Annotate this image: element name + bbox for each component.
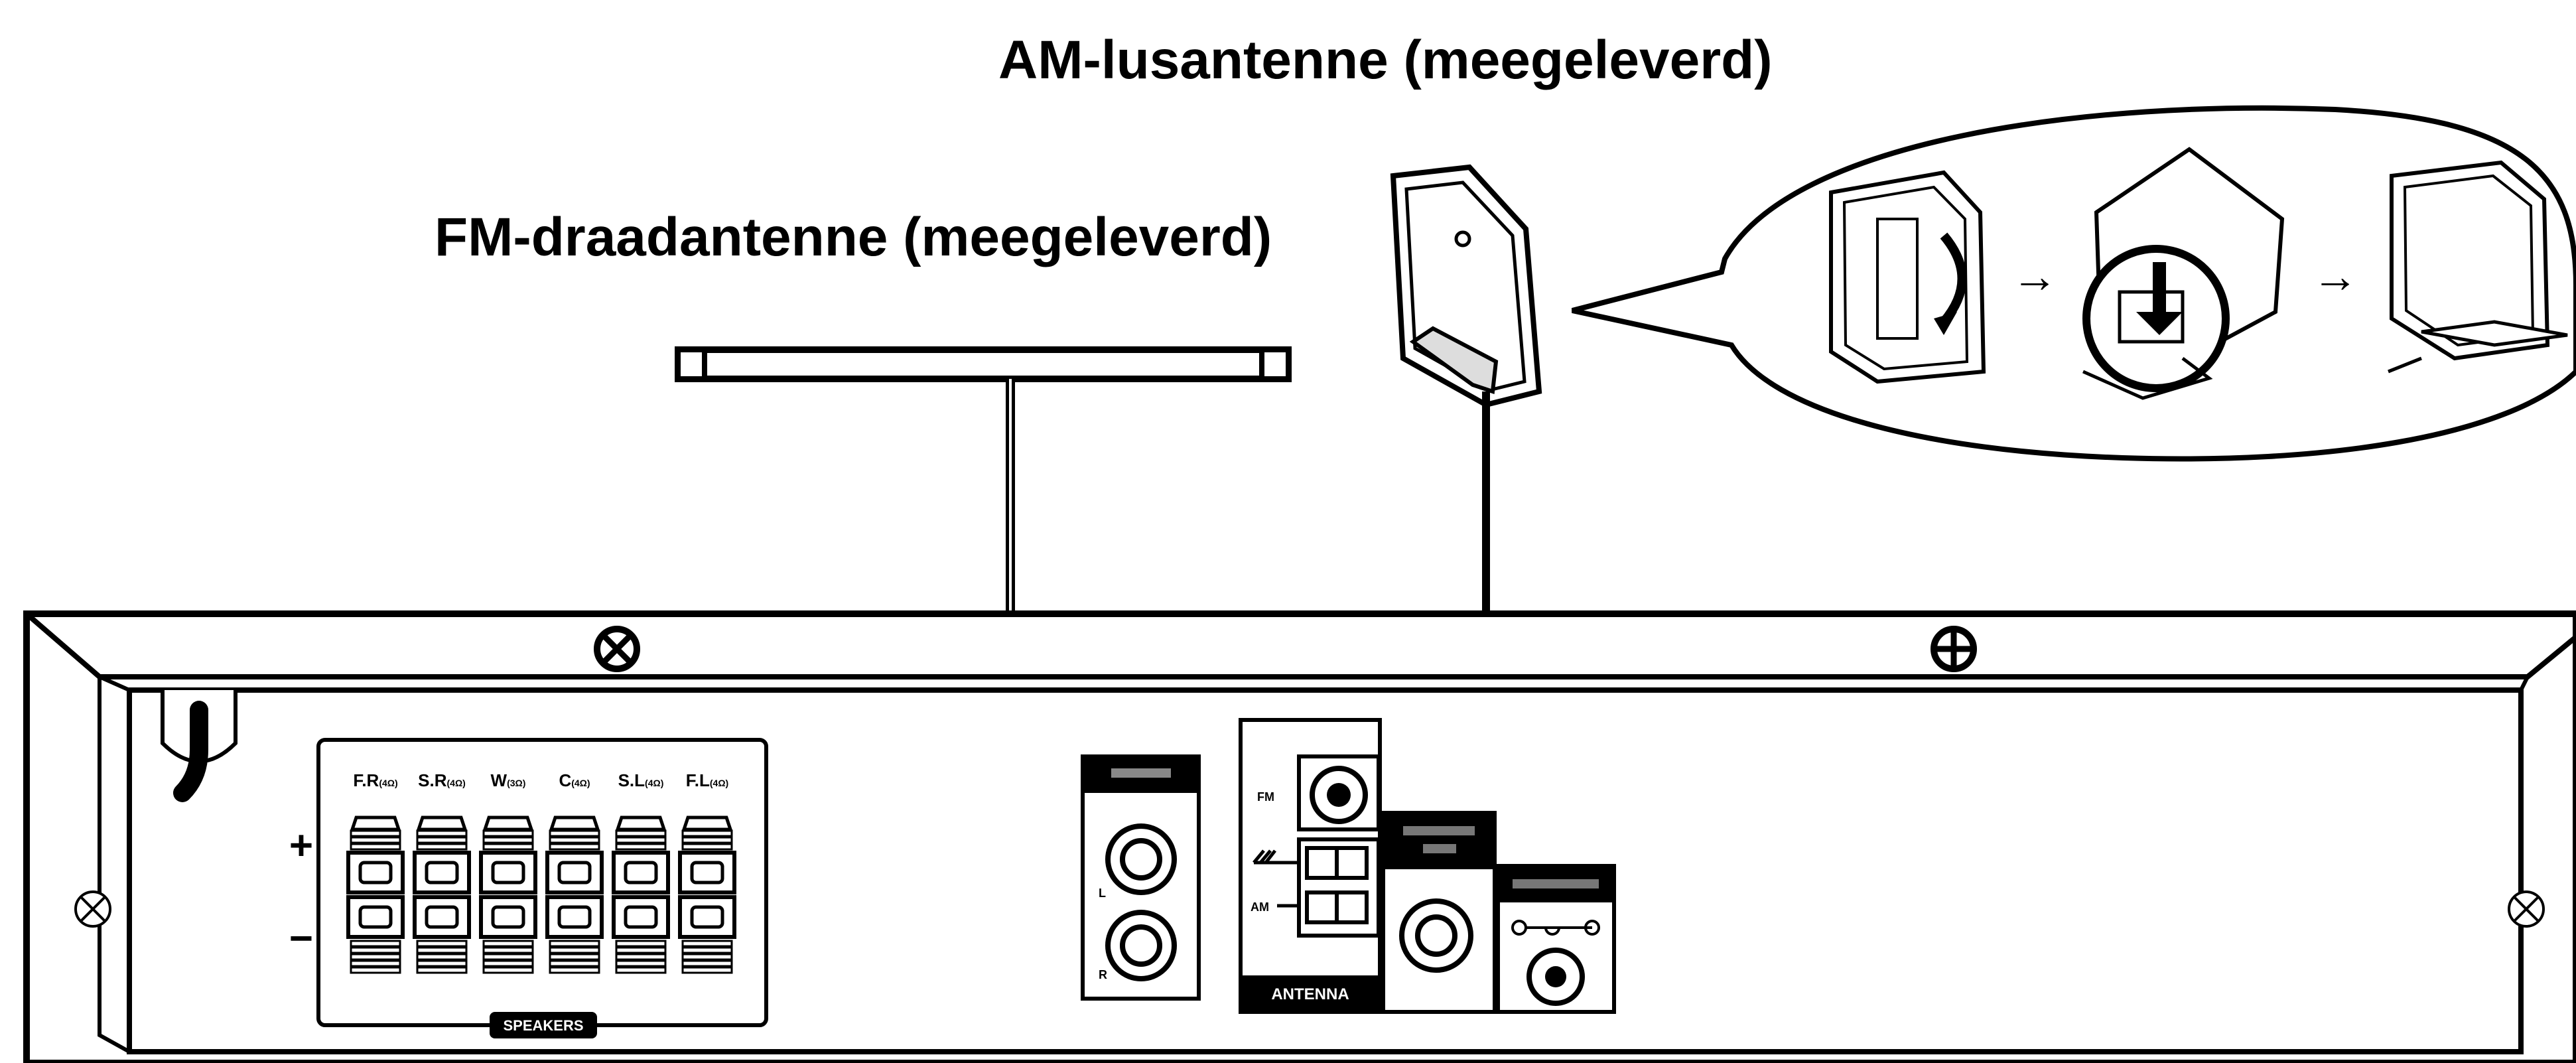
audio-input-jacks: L R [1081, 754, 1201, 1001]
speaker-terminal-label: S.R(4Ω) [418, 770, 466, 790]
speaker-terminal-label: F.R(4Ω) [353, 770, 397, 790]
speaker-terminal-c[interactable]: C(4Ω) [545, 770, 604, 974]
audio-jack-right-label: R [1099, 968, 1107, 981]
fm-antenna-jack[interactable] [1310, 766, 1368, 824]
output-jack-block [1381, 811, 1497, 1014]
receiver-rear-panel: F.R(4Ω) S.R(4Ω) W(3Ω) C(4Ω) S.L(4Ω) F.L(4Ω) +… [23, 610, 2576, 1063]
assembly-step-3-illustration [2388, 160, 2568, 374]
screw-icon [594, 626, 640, 672]
polarity-plus-icon: + [289, 823, 313, 869]
output-jack[interactable] [1399, 898, 1473, 973]
power-cord [161, 690, 237, 802]
dc-jack-block [1496, 864, 1616, 1014]
speaker-terminal-block: F.R(4Ω) S.R(4Ω) W(3Ω) C(4Ω) S.L(4Ω) F.L(4Ω) +… [289, 738, 768, 1038]
assembly-arrow-1: → [2011, 250, 2058, 302]
speakers-section-label: SPEAKERS [503, 1017, 583, 1034]
screw-icon [74, 890, 111, 928]
speaker-terminal-w[interactable]: W(3Ω) [479, 770, 537, 974]
speaker-terminal-fl[interactable]: F.L(4Ω) [678, 770, 736, 974]
assembly-arrow-2: → [2312, 250, 2358, 302]
speaker-terminal-label: F.L(4Ω) [686, 770, 728, 790]
ground-icon [1253, 849, 1297, 865]
dc-power-jack[interactable] [1526, 948, 1585, 1006]
antenna-section-label: ANTENNA [1271, 985, 1349, 1003]
fm-jack-label: FM [1257, 790, 1274, 804]
speaker-terminal-sl[interactable]: S.L(4Ω) [612, 770, 670, 974]
am-terminal-label: AM [1251, 900, 1269, 914]
audio-jack-left-label: L [1099, 886, 1106, 900]
audio-jack-left[interactable] [1105, 823, 1177, 895]
am-antenna-assembly-callout: → → [1572, 105, 2576, 462]
antenna-terminal-section: FM AM ANTENNA [1239, 718, 1382, 1014]
fm-antenna-title: FM-draadantenne (meegeleverd) [435, 207, 1272, 267]
screw-icon [1931, 626, 1977, 672]
assembly-step-2-illustration [2082, 147, 2285, 400]
speaker-terminal-label: W(3Ω) [491, 770, 526, 790]
am-antenna-terminal[interactable] [1305, 846, 1369, 924]
speaker-terminal-fr[interactable]: F.R(4Ω) [346, 770, 405, 974]
callout-bubble [1572, 105, 2576, 462]
audio-jack-right[interactable] [1105, 910, 1177, 981]
assembly-step-1-illustration [1829, 170, 1986, 384]
polarity-minus-icon: − [289, 916, 313, 961]
polarity-icon [1511, 920, 1601, 936]
speaker-terminal-sr[interactable]: S.R(4Ω) [413, 770, 471, 974]
screw-icon [2508, 890, 2545, 928]
am-antenna-title: AM-lusantenne (meegeleverd) [998, 30, 1773, 90]
speaker-terminal-label: S.L(4Ω) [618, 770, 664, 790]
speaker-terminal-label: C(4Ω) [559, 770, 590, 790]
